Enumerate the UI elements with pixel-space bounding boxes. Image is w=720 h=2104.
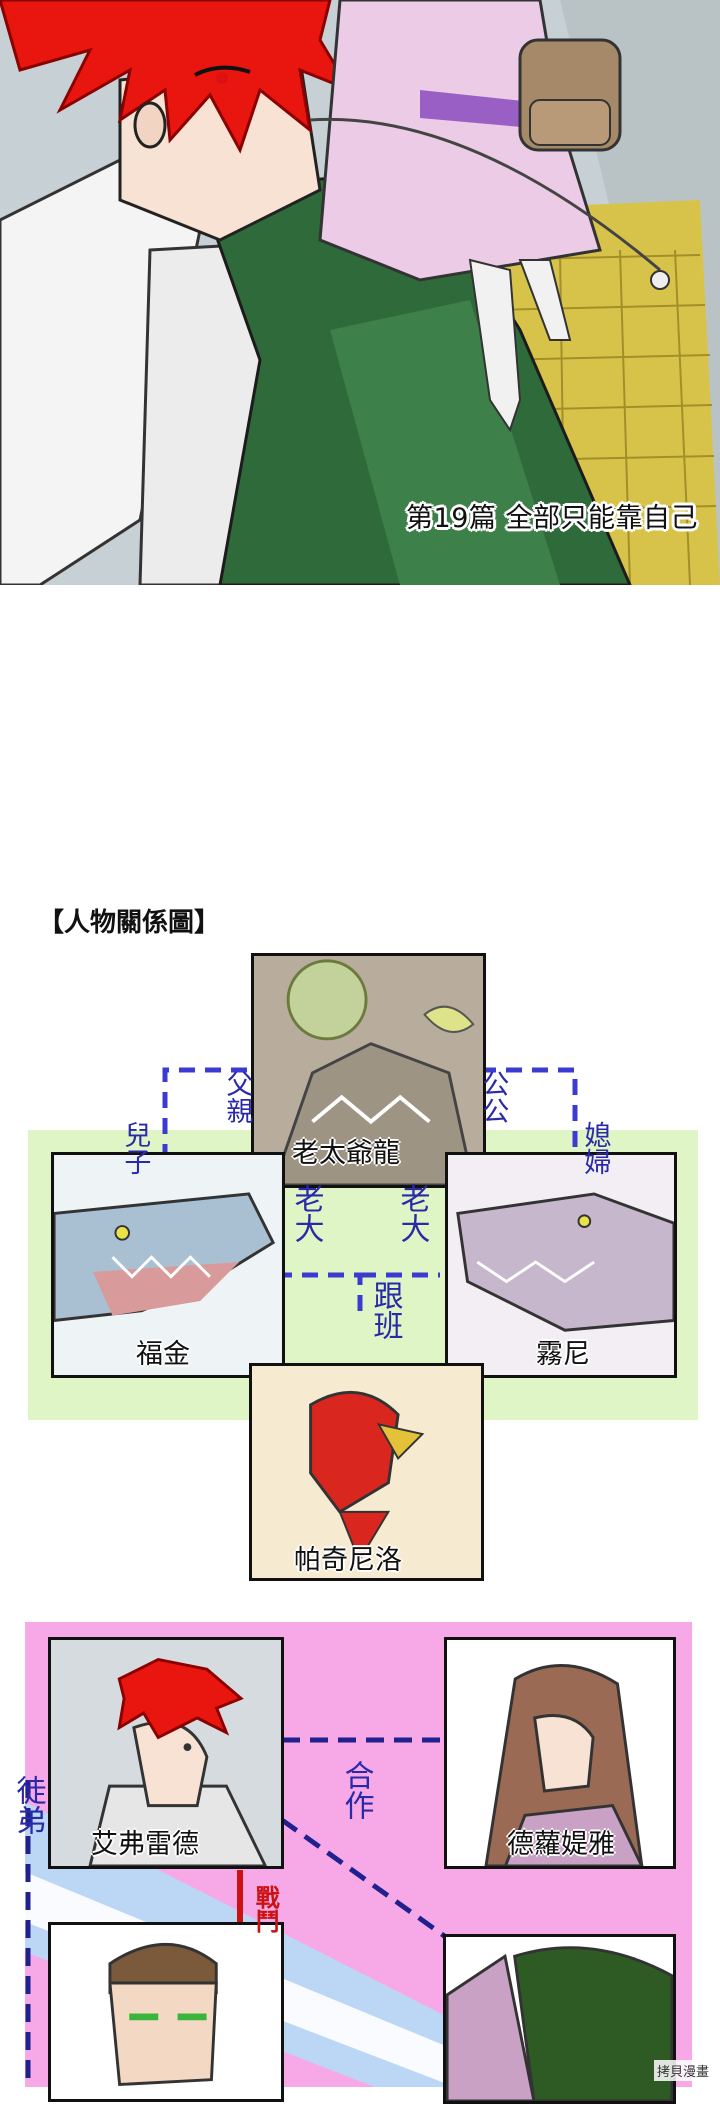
top-panel-artwork <box>0 0 720 585</box>
relation-son-label: 兒子 <box>119 1121 151 1175</box>
portrait-delotia: 德蘿媞雅 <box>444 1637 676 1869</box>
rival-illustration <box>446 1937 673 2101</box>
alfred-illustration <box>51 1640 281 1866</box>
wuni-illustration <box>448 1155 674 1375</box>
portrait-pachinilo: 帕奇尼洛 <box>249 1363 484 1581</box>
relationship-chart-title: 【人物關係圖】 <box>38 908 221 938</box>
relation-father-label: 父親 <box>221 1070 253 1124</box>
portrait-alfred: 艾弗雷德 <box>48 1637 284 1869</box>
portrait-fukin: 福金 <box>51 1152 285 1378</box>
family-relation-lines <box>162 1067 578 1320</box>
relation-boss-right-label: 老大 <box>394 1183 430 1243</box>
portrait-apprentice <box>48 1922 284 2102</box>
fukin-name: 福金 <box>136 1339 190 1370</box>
relation-father-in-law-label: 公公 <box>477 1070 509 1124</box>
elder-dragon-illustration <box>254 956 483 1185</box>
portrait-rival <box>443 1934 676 2104</box>
relation-daughter-in-law-label: 媳婦 <box>579 1121 611 1175</box>
elder-dragon-name: 老太爺龍 <box>292 1138 400 1169</box>
alliance-relation-lines <box>25 1737 452 2087</box>
relation-follower-label: 跟班 <box>367 1280 403 1340</box>
wuni-name: 霧尼 <box>536 1339 590 1370</box>
chapter-title-caption: 第19篇 全部只能靠自己 <box>406 503 698 534</box>
fukin-illustration <box>54 1155 282 1375</box>
alfred-name: 艾弗雷德 <box>91 1829 199 1860</box>
site-watermark: 拷貝漫畫 <box>653 2060 712 2081</box>
delotia-name: 德蘿媞雅 <box>507 1829 615 1860</box>
relation-battle-label: 戰鬥 <box>251 1885 280 1933</box>
relation-apprentice-label: 徒弟 <box>10 1775 46 1835</box>
apprentice-illustration <box>51 1925 281 2099</box>
pachinilo-name: 帕奇尼洛 <box>294 1545 402 1576</box>
relation-boss-left-label: 老大 <box>288 1183 324 1243</box>
delotia-illustration <box>447 1640 673 1866</box>
portrait-wuni: 霧尼 <box>445 1152 677 1378</box>
pachinilo-illustration <box>252 1366 481 1578</box>
relation-cooperation-label: 合作 <box>338 1760 374 1820</box>
comic-panel-top: 第19篇 全部只能靠自己 <box>0 0 720 585</box>
portrait-elder-dragon: 老太爺龍 <box>251 953 486 1188</box>
